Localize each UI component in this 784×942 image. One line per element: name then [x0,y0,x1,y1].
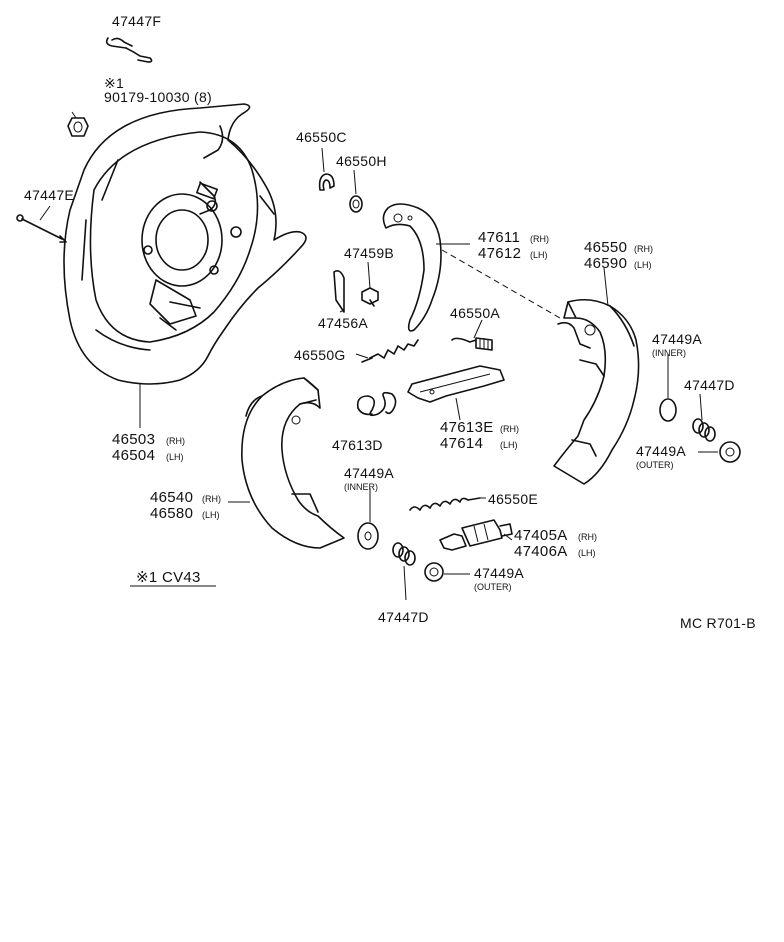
label-note-mark: ※1 [104,75,124,91]
cup-47449A-outer-right [719,441,741,463]
label-47449A-outer-left: 47449A [474,565,524,581]
label-47613E: 47613E [440,419,494,436]
label-47459B: 47459B [344,245,394,261]
label-46540: 46540 [150,489,193,506]
label-47612: 47612 [478,245,521,262]
label-47447E: 47447E [24,187,74,203]
suffix-46503: (RH) [166,436,185,446]
washer-46550H [349,195,363,213]
pin-46550A [451,337,493,351]
leader-lines [39,111,718,601]
label-46550E: 46550E [488,491,538,507]
washer-47449A-inner-right [659,398,677,422]
shoe-46540 [241,377,345,549]
clip-46550C [318,173,335,191]
label-47447D-left: 47447D [378,609,429,625]
label-47447D-right: 47447D [684,377,735,393]
adjuster-47405A [439,519,513,551]
label-46580: 46580 [150,505,193,522]
clip-47447F [105,37,153,63]
label-47449A-inner-left: 47449A [344,465,394,481]
strut-47613E [407,365,505,403]
label-47456A: 47456A [318,315,368,331]
suffix-46590: (LH) [634,260,652,270]
suffix-47614: (LH) [500,440,518,450]
label-46590: 46590 [584,255,627,272]
washer-47449A-inner-left [357,522,379,550]
spring-47447D-right [692,418,716,442]
label-47406A: 47406A [514,543,568,560]
part-labels: 47447F ※1 90179-10030 (8) 47447E 46503 (… [24,13,756,631]
suffix-47405A: (RH) [578,532,597,542]
bolt-47459B [361,287,379,307]
suffix-47613E: (RH) [500,424,519,434]
label-47613D: 47613D [332,437,383,453]
spring-47613D [356,391,397,417]
nut-90179 [67,117,89,137]
spring-47447D-left [392,542,416,566]
label-46550C: 46550C [296,129,347,145]
label-47449A-outer-right: 47449A [636,443,686,459]
label-46550H: 46550H [336,153,387,169]
label-90179: 90179-10030 (8) [104,89,212,105]
backing-plate-46503 [63,103,307,385]
label-47405A: 47405A [514,527,568,544]
suffix-47612: (LH) [530,250,548,260]
bracket-47456A [333,270,345,313]
shoe-46550 [553,298,640,485]
suffix-47611: (RH) [530,234,549,244]
note-label: ※1 CV43 [136,569,201,586]
suffix-outer-left: (OUTER) [474,582,512,592]
suffix-inner-right: (INNER) [652,348,686,358]
label-46550: 46550 [584,239,627,256]
cup-47449A-outer-left [424,562,444,582]
diagram-code: MC R701-B [680,615,756,631]
suffix-46504: (LH) [166,452,184,462]
pin-47447E [16,214,67,243]
label-47611: 47611 [478,229,520,246]
spring-46550E [409,497,481,511]
suffix-47406A: (LH) [578,548,596,558]
label-47614: 47614 [440,435,483,452]
label-46504: 46504 [112,447,155,464]
label-47447F: 47447F [112,13,161,29]
suffix-46540: (RH) [202,494,221,504]
lever-47611 [382,203,442,332]
suffix-46550: (RH) [634,244,653,254]
label-46550G: 46550G [294,347,346,363]
suffix-outer-right: (OUTER) [636,460,674,470]
spring-46550G [361,339,419,363]
suffix-inner-left: (INNER) [344,482,378,492]
suffix-46580: (LH) [202,510,220,520]
label-46503: 46503 [112,431,155,448]
label-47449A-inner-right: 47449A [652,331,702,347]
label-46550A: 46550A [450,305,500,321]
